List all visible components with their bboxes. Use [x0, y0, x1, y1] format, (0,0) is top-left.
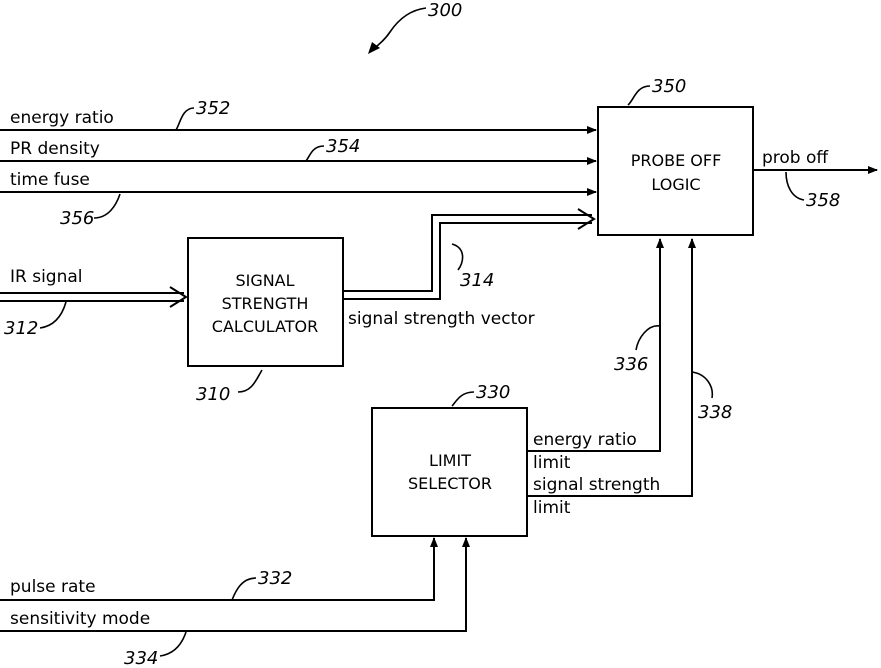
ref-310-leader [238, 370, 262, 392]
signal-strength-vector-label: signal strength vector [348, 309, 535, 329]
prob-off-label: prob off [762, 148, 829, 168]
limit-selector-label-2: SELECTOR [408, 474, 492, 493]
ref-314-leader [452, 244, 463, 270]
ref-338: 338 [698, 402, 732, 423]
ref-330-leader [452, 392, 474, 406]
energy-ratio-limit-label-2: limit [533, 453, 571, 473]
probe-off-logic-label-1: PROBE OFF [631, 151, 722, 170]
ref-332-leader [232, 578, 256, 600]
ref-334: 334 [124, 648, 158, 668]
svg-text:300: 300 [428, 0, 462, 21]
ref-332: 332 [258, 568, 292, 589]
ref-338-leader [692, 372, 712, 398]
signal-strength-limit-label-1: signal strength [533, 475, 660, 495]
ref-312-leader [40, 302, 66, 328]
ref-336-leader [636, 326, 660, 350]
ref-354: 354 [326, 136, 360, 157]
ssc-label-1: SIGNAL [235, 271, 294, 290]
ref-312: 312 [4, 318, 38, 339]
energy-ratio-limit-line [527, 239, 660, 451]
figure-number-300: 300 [368, 0, 462, 54]
probe-off-logic-block [598, 107, 753, 235]
ref-350-leader [628, 86, 650, 105]
ssc-label-3: CALCULATOR [212, 317, 318, 336]
ir-signal-label: IR signal [10, 267, 83, 287]
pulse-rate-label: pulse rate [10, 577, 96, 597]
limit-selector-label-1: LIMIT [429, 451, 471, 470]
ref-354-leader [306, 146, 324, 161]
sensitivity-mode-label: sensitivity mode [10, 609, 150, 629]
ref-358: 358 [806, 190, 840, 211]
probe-off-logic-label-2: LOGIC [651, 175, 700, 194]
pr-density-label: PR density [10, 139, 100, 159]
signal-strength-limit-label-2: limit [533, 498, 571, 518]
ref-336: 336 [614, 354, 648, 375]
ref-356-leader [94, 194, 120, 218]
energy-ratio-limit-label-1: energy ratio [533, 430, 637, 450]
ssv-arrow [578, 209, 594, 229]
ref-352: 352 [196, 98, 230, 119]
ref-350: 350 [652, 76, 686, 97]
ref-310: 310 [196, 384, 230, 405]
ref-330: 330 [476, 382, 510, 403]
time-fuse-label: time fuse [10, 170, 90, 190]
limit-selector-block [372, 408, 527, 536]
ref-352-leader [176, 108, 194, 130]
energy-ratio-label: energy ratio [10, 108, 114, 128]
figure-leader-line [372, 8, 426, 50]
ref-356: 356 [60, 208, 94, 229]
ssc-label-2: STRENGTH [222, 294, 309, 313]
ref-314: 314 [460, 270, 494, 291]
figure-arrow-head [368, 42, 380, 54]
ref-334-leader [160, 632, 186, 656]
ref-358-leader [786, 172, 804, 200]
ir-signal-arrow [170, 287, 186, 307]
